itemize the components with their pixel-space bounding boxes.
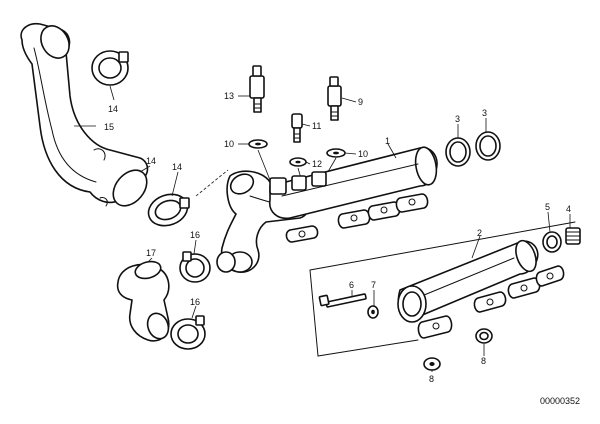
hose-17 bbox=[116, 260, 170, 342]
diagram-reference-number: 00000352 bbox=[540, 396, 580, 406]
sensor-9 bbox=[327, 76, 342, 121]
sensor-13 bbox=[249, 65, 265, 113]
pipe-2 bbox=[397, 239, 565, 339]
label-part-14-left: 14 bbox=[146, 156, 156, 166]
label-part-7: 7 bbox=[371, 280, 376, 290]
seal-5 bbox=[542, 231, 562, 253]
seal-3-right bbox=[475, 131, 501, 161]
washer-8-lower bbox=[423, 357, 441, 371]
washer-10-right bbox=[326, 148, 346, 158]
clamp-16-center bbox=[179, 251, 211, 283]
label-part-4: 4 bbox=[566, 204, 571, 214]
label-part-1: 1 bbox=[385, 136, 390, 146]
clamp-14-middle bbox=[147, 193, 190, 227]
label-part-5: 5 bbox=[545, 202, 550, 212]
label-part-14-middle: 14 bbox=[172, 162, 182, 172]
label-part-10-right: 10 bbox=[358, 149, 368, 159]
washer-12 bbox=[289, 157, 307, 167]
label-part-3-right: 3 bbox=[482, 108, 487, 118]
label-part-3-left: 3 bbox=[455, 114, 460, 124]
hose-15 bbox=[20, 22, 149, 207]
pipe-1 bbox=[268, 146, 438, 243]
label-part-10-left: 10 bbox=[224, 139, 234, 149]
label-part-9: 9 bbox=[358, 97, 363, 107]
washer-7 bbox=[367, 305, 379, 319]
washer-10-left bbox=[248, 139, 268, 149]
bolt-6 bbox=[318, 293, 367, 308]
label-part-11: 11 bbox=[312, 121, 321, 131]
clamp-14-upper bbox=[91, 50, 129, 86]
label-part-12: 12 bbox=[312, 159, 322, 169]
sensor-11 bbox=[291, 113, 303, 143]
label-part-17: 17 bbox=[146, 248, 156, 258]
seal-3-left bbox=[445, 137, 471, 167]
label-part-13: 13 bbox=[224, 91, 234, 101]
label-part-16-center: 16 bbox=[190, 230, 200, 240]
short-hose-elbow bbox=[216, 251, 236, 273]
label-part-14-upper: 14 bbox=[108, 104, 118, 114]
clamp-16-lower bbox=[170, 315, 206, 350]
label-part-15: 15 bbox=[104, 122, 114, 132]
washer-8-right bbox=[475, 328, 493, 344]
label-part-2: 2 bbox=[477, 228, 482, 238]
label-part-8-right: 8 bbox=[481, 356, 486, 366]
label-part-8-lower: 8 bbox=[429, 374, 434, 384]
plug-4 bbox=[565, 227, 581, 245]
label-part-6: 6 bbox=[349, 280, 354, 290]
label-part-16-lower: 16 bbox=[190, 297, 200, 307]
